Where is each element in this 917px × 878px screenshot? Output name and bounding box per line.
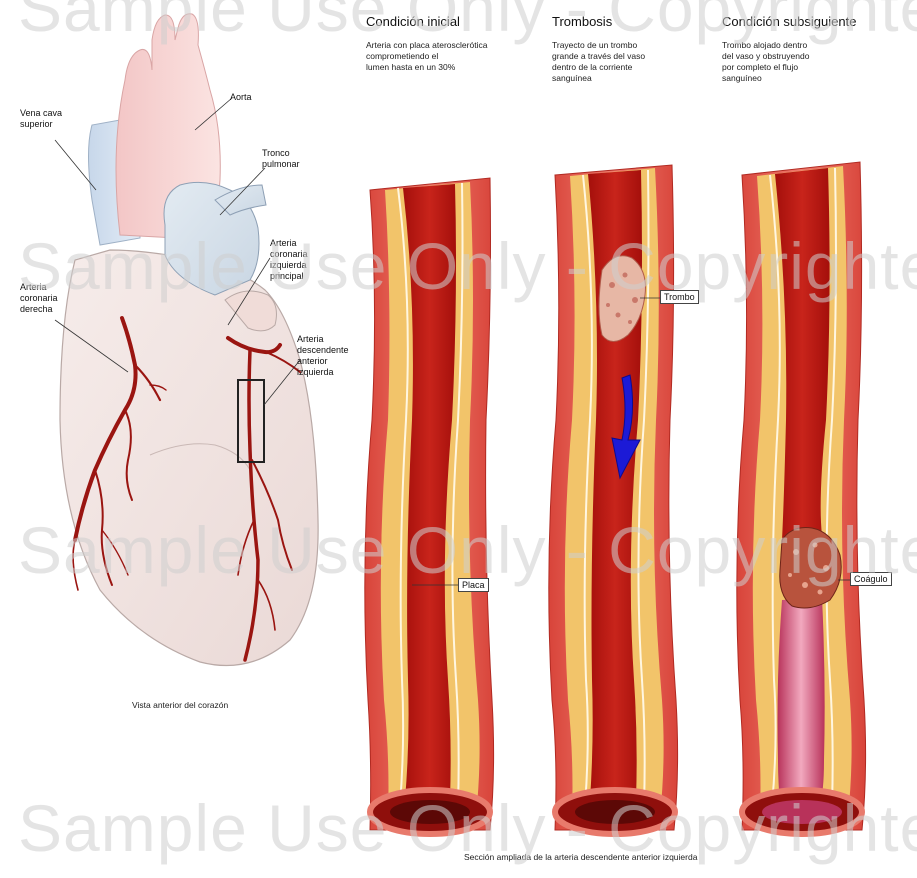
heart-caption: Vista anterior del corazón xyxy=(132,700,228,710)
panel-desc-thrombosis: Trayecto de un trombo grande a través de… xyxy=(552,40,645,84)
watermark-1: Sample Use Only - Copyrighted xyxy=(18,0,917,46)
watermark-4: Sample Use Only - Copyrighted xyxy=(18,790,917,866)
watermark-3: Sample Use Only - Copyrighted xyxy=(18,512,917,588)
label-lad: Arteria descendente anterior izquierda xyxy=(297,334,349,378)
label-vena-cava: Vena cava superior xyxy=(20,108,62,130)
downstream-pink-lumen xyxy=(778,598,825,805)
label-aorta: Aorta xyxy=(230,92,252,103)
panel-desc-subsequent: Trombo alojado dentro del vaso y obstruy… xyxy=(722,40,809,84)
label-pulmonary-trunk: Tronco pulmonar xyxy=(262,148,300,170)
watermark-2: Sample Use Only - Copyrighted xyxy=(18,228,917,304)
